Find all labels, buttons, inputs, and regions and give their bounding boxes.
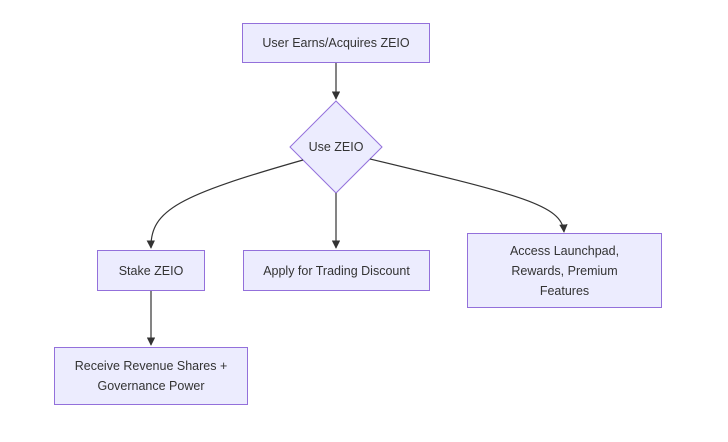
edge-use-zeio-to-access-launchpad <box>369 158 568 233</box>
edge-use-zeio-to-stake-zeio <box>146 159 304 249</box>
node-use-zeio-label: Use ZEIO <box>308 140 364 154</box>
node-receive-revenue-shares: Receive Revenue Shares + Governance Powe… <box>54 347 248 405</box>
node-receive-revenue-shares-label: Receive Revenue Shares + Governance Powe… <box>74 359 228 393</box>
node-apply-trading-discount: Apply for Trading Discount <box>243 250 430 291</box>
node-access-launchpad-label: Access Launchpad, Rewards, Premium Featu… <box>509 243 620 298</box>
node-stake-zeio-label: Stake ZEIO <box>118 263 184 278</box>
node-user-earns-zeio: User Earns/Acquires ZEIO <box>242 23 430 63</box>
node-access-launchpad: Access Launchpad, Rewards, Premium Featu… <box>467 233 662 308</box>
node-use-zeio: Use ZEIO <box>296 137 376 157</box>
node-apply-trading-discount-label: Apply for Trading Discount <box>263 263 410 278</box>
node-stake-zeio: Stake ZEIO <box>97 250 205 291</box>
node-user-earns-zeio-label: User Earns/Acquires ZEIO <box>262 36 410 50</box>
